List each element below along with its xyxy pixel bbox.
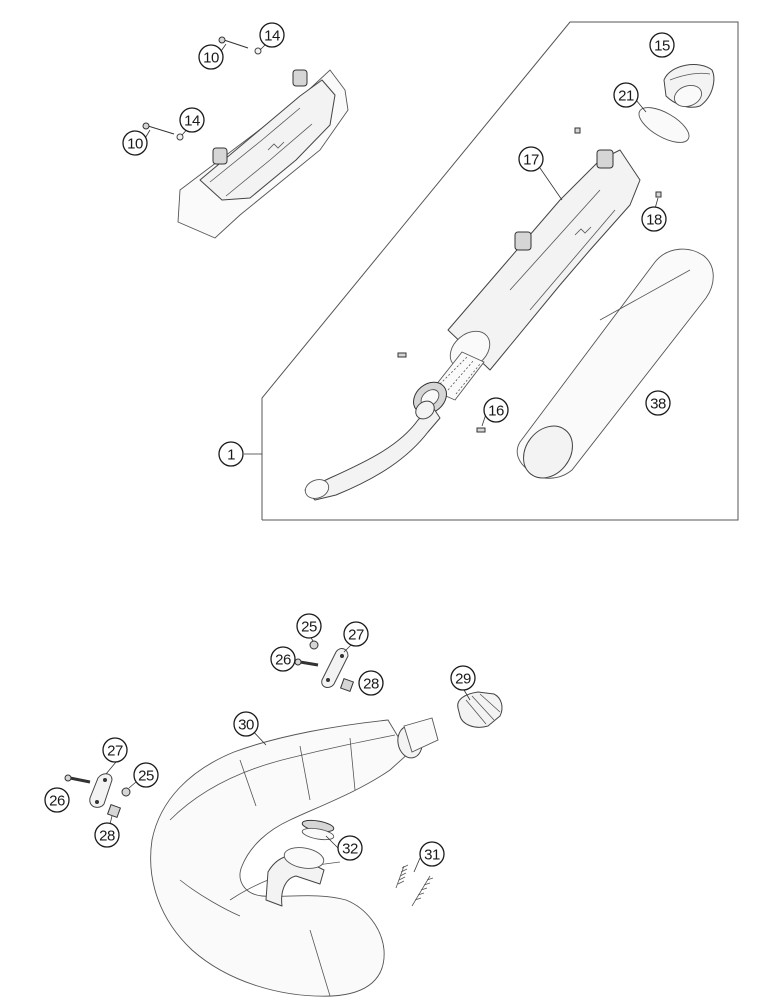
callout-25-lower: 25 <box>133 762 159 788</box>
svg-text:1: 1 <box>227 447 235 464</box>
svg-text:25: 25 <box>301 619 317 636</box>
svg-text:25: 25 <box>138 768 154 785</box>
svg-text:26: 26 <box>49 793 65 810</box>
callout-21: 21 <box>613 82 639 108</box>
bolt-10-upper <box>218 36 249 49</box>
svg-text:17: 17 <box>523 152 539 169</box>
seal-29 <box>457 691 503 728</box>
bracket-27-upper <box>321 648 349 688</box>
callout-16: 16 <box>483 397 509 423</box>
svg-text:10: 10 <box>127 136 143 153</box>
o-ring-21 <box>638 107 690 143</box>
silencer-bracket-top <box>596 149 614 169</box>
callout-31: 31 <box>419 841 445 867</box>
silencer-mount-detail <box>177 69 349 239</box>
callout-14-lower: 14 <box>179 107 205 133</box>
silencer-body-17 <box>447 149 641 371</box>
callout-10-upper: 10 <box>198 44 224 70</box>
rivet-18-lower <box>655 191 662 198</box>
end-cap-15 <box>663 64 715 108</box>
callout-18: 18 <box>641 206 667 232</box>
callout-28-upper: 28 <box>358 670 384 696</box>
bolt-26-upper <box>294 658 319 667</box>
svg-text:30: 30 <box>238 717 254 734</box>
svg-text:10: 10 <box>203 50 219 67</box>
callout-30: 30 <box>233 711 259 737</box>
svg-text:27: 27 <box>107 743 123 760</box>
callout-27-upper: 27 <box>343 621 369 647</box>
silencer-logo <box>574 226 592 236</box>
svg-text:27: 27 <box>348 627 364 644</box>
callout-32: 32 <box>337 835 363 861</box>
callout-26-lower: 26 <box>44 787 70 813</box>
svg-text:38: 38 <box>650 396 666 413</box>
callout-15: 15 <box>649 32 675 58</box>
spring-31-right <box>411 875 434 907</box>
svg-text:32: 32 <box>342 841 358 858</box>
bracket-27-lower <box>89 773 113 808</box>
svg-text:28: 28 <box>363 676 379 693</box>
outer-sleeve-38 <box>516 248 714 479</box>
callout-10-lower: 10 <box>122 130 148 156</box>
callout-29: 29 <box>450 665 476 691</box>
callout-1: 1 <box>218 441 244 467</box>
callout-28-lower: 28 <box>94 822 120 848</box>
mount-bracket-lower <box>212 147 228 165</box>
silencer-brand-logo <box>267 141 285 151</box>
svg-text:28: 28 <box>99 828 115 845</box>
svg-text:29: 29 <box>455 671 471 688</box>
callout-17: 17 <box>518 146 544 172</box>
mount-bracket-upper <box>292 69 308 87</box>
svg-text:26: 26 <box>275 652 291 669</box>
washer-14-lower <box>176 133 184 141</box>
bolt-25-upper <box>309 640 319 650</box>
svg-text:15: 15 <box>654 38 670 55</box>
bolt-10-lower <box>142 122 175 135</box>
nut-28-upper <box>339 677 355 693</box>
bolt-25-lower <box>121 787 131 797</box>
screw-16-lower <box>476 427 486 433</box>
svg-text:21: 21 <box>618 88 634 105</box>
spring-31-left <box>395 864 409 889</box>
svg-text:16: 16 <box>488 403 504 420</box>
callout-26-upper: 26 <box>270 646 296 672</box>
link-pipe <box>304 405 441 501</box>
silencer-bracket-bottom <box>514 231 532 251</box>
rivet-18-upper <box>574 127 581 134</box>
bolt-26-lower <box>64 774 91 784</box>
svg-text:14: 14 <box>184 113 200 130</box>
assembly-frame <box>261 21 739 521</box>
svg-text:18: 18 <box>646 212 662 229</box>
callout-27-lower: 27 <box>102 737 128 763</box>
exhaust-pipe-30 <box>150 717 439 997</box>
header-flange-32 <box>265 819 335 907</box>
nut-28-lower <box>106 803 122 819</box>
callout-14-upper: 14 <box>259 22 285 48</box>
callout-25-upper: 25 <box>296 613 322 639</box>
screw-16-upper <box>397 352 407 358</box>
washer-14-upper <box>254 47 262 55</box>
callout-38: 38 <box>645 390 671 416</box>
svg-text:14: 14 <box>264 28 280 45</box>
svg-text:31: 31 <box>424 847 440 864</box>
